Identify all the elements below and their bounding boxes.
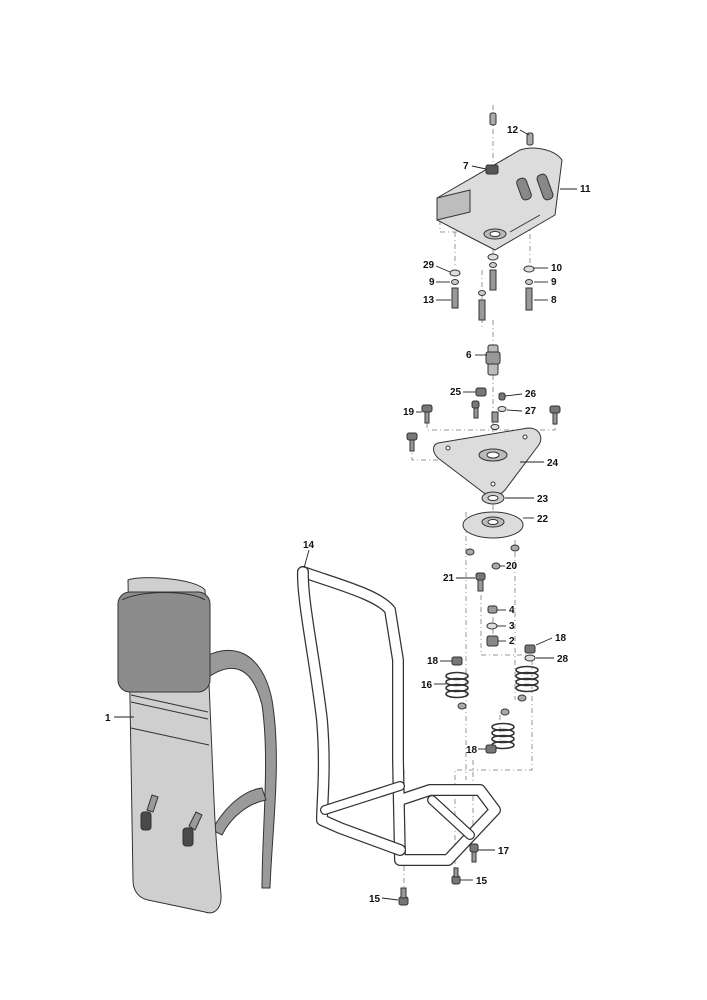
callout-9-right: 9 (551, 277, 557, 288)
callout-29: 29 (423, 260, 435, 271)
callout-8: 8 (551, 295, 557, 306)
washer-and-disc (462, 491, 524, 539)
callout-15-right: 15 (476, 876, 488, 887)
callout-4: 4 (509, 605, 515, 616)
bottom-screws (398, 843, 479, 906)
callout-16: 16 (421, 680, 433, 691)
callout-9-left: 9 (429, 277, 435, 288)
lower-hardware (465, 544, 520, 647)
callout-25: 25 (450, 387, 462, 398)
callout-15-left: 15 (369, 894, 381, 905)
harness-backplate (117, 577, 277, 914)
callout-1: 1 (105, 713, 111, 724)
callout-3: 3 (509, 621, 515, 632)
callout-27: 27 (525, 406, 537, 417)
callout-19: 19 (403, 407, 415, 418)
callout-14: 14 (303, 540, 315, 551)
callout-28: 28 (557, 654, 569, 665)
damper-shaft (485, 344, 501, 376)
callout-18-right: 18 (555, 633, 567, 644)
callouts: 12 7 11 29 10 9 9 13 8 6 25 26 1 (105, 125, 591, 905)
callout-21: 21 (443, 573, 455, 584)
callout-18-left: 18 (427, 656, 439, 667)
callout-24: 24 (547, 458, 559, 469)
callout-10: 10 (551, 263, 563, 274)
mounting-bracket (436, 147, 563, 251)
callout-13: 13 (423, 295, 435, 306)
upper-hardware (449, 112, 535, 321)
callout-2: 2 (509, 636, 515, 647)
callout-20: 20 (506, 561, 518, 572)
callout-11: 11 (580, 184, 591, 195)
callout-18-bottom: 18 (466, 745, 478, 756)
callout-22: 22 (537, 514, 549, 525)
callout-6: 6 (466, 350, 472, 361)
callout-7: 7 (463, 161, 469, 172)
plate-fasteners (406, 387, 561, 452)
springs (445, 644, 539, 754)
callout-26: 26 (525, 389, 537, 400)
callout-12: 12 (507, 125, 519, 136)
tubular-frame (296, 566, 501, 866)
callout-17: 17 (498, 846, 510, 857)
callout-23: 23 (537, 494, 549, 505)
